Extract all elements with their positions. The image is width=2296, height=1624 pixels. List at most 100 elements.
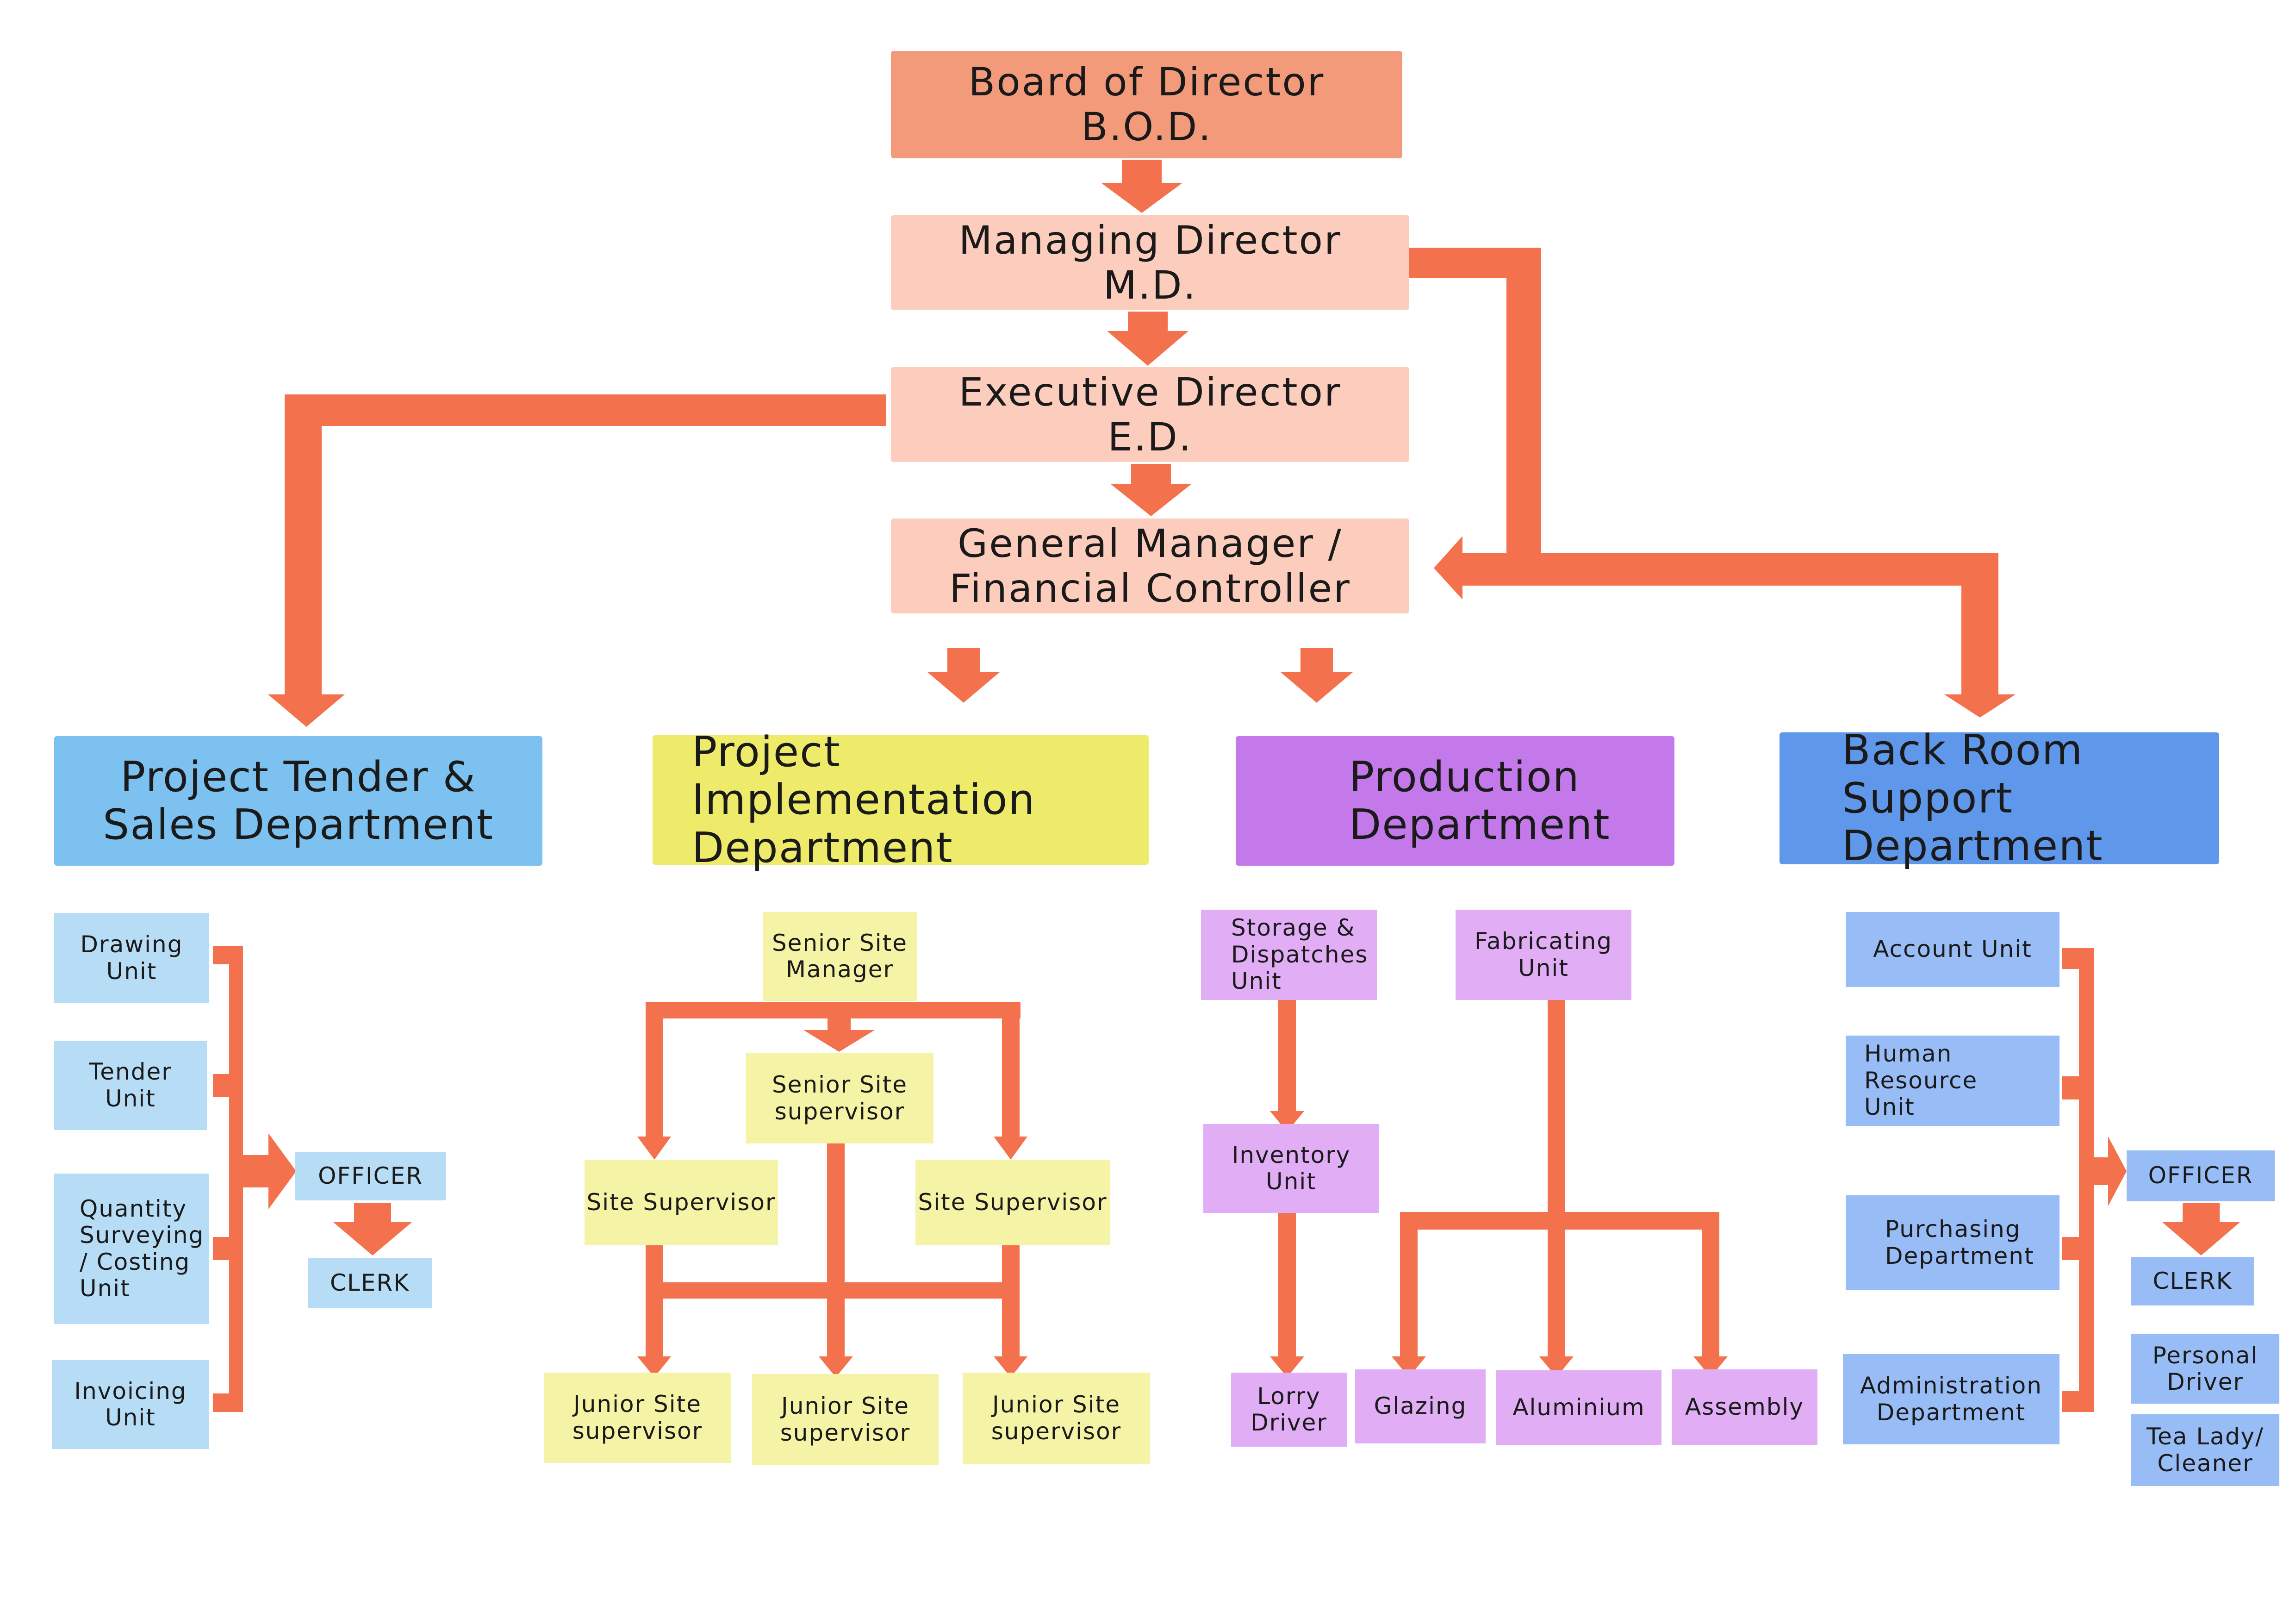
tender-department-box: Project Tender & Sales Department [54,736,542,866]
impl-right-trunk [1002,1245,1020,1361]
gm-title: General Manager / [958,520,1343,566]
tender-clerk-box: CLERK [308,1258,432,1308]
ed-abbr: E.D. [1108,414,1193,460]
inventory-line1: Inventory [1232,1141,1351,1168]
impl-bottom-bar [648,1282,1018,1299]
invoicing-line1: Invoicing [74,1377,187,1405]
managing-director-box: Managing Director M.D. [891,215,1409,310]
ssm-line2: Manager [785,956,894,983]
arrow-to-site-sup-left [637,1137,671,1160]
backroom-officer-label: OFFICER [2148,1162,2253,1189]
prod-fab-trunk [1548,1000,1565,1361]
site-supervisor-left-box: Site Supervisor [585,1160,778,1245]
arrow-to-glazing [1392,1356,1426,1377]
arrow-to-gm-shaft [1460,553,1543,586]
prod-storage-drop [1278,1000,1296,1118]
arrow-ed-to-gm [1110,464,1192,516]
arrow-to-site-sup-right [994,1137,1027,1160]
qs-line3: / Costing [80,1248,191,1275]
administration-department-box: Administration Department [1843,1354,2060,1444]
executive-director-box: Executive Director E.D. [891,367,1409,462]
sss-line1: Senior Site [772,1071,908,1098]
drawing-unit-box: Drawing Unit [54,913,209,1003]
inventory-line2: Unit [1266,1168,1317,1195]
impl-left-trunk [646,1245,663,1361]
prod-left-drop [1400,1212,1418,1361]
storage-line1: Storage & [1231,914,1356,942]
tea-line1: Tea Lady/ [2146,1423,2264,1450]
tender-clerk-label: CLERK [330,1269,410,1297]
arrow-to-lorry [1270,1356,1304,1377]
senior-site-supervisor-box: Senior Site supervisor [746,1053,933,1143]
implementation-department-box: Project Implementation Department [653,728,1149,872]
lorry-driver-box: Lorry Driver [1231,1373,1347,1447]
board-of-director-box: Board of Director B.O.D. [891,51,1402,158]
backroom-department-box: Back Room Support Department [1780,726,2219,870]
site-supervisor-right-box: Site Supervisor [915,1160,1110,1245]
glazing-box: Glazing [1355,1369,1486,1443]
arrow-officer-to-clerk [333,1203,412,1255]
backroom-tick-admin [2062,1391,2085,1412]
jss2-line2: supervisor [780,1419,911,1446]
impl-top-bar [646,1002,1020,1018]
arrow-ssm-to-sss [803,1018,875,1052]
backroom-clerk-box: CLERK [2131,1257,2254,1305]
tea-line2: Cleaner [2157,1449,2253,1477]
admin-line2: Department [1876,1399,2026,1426]
bod-title: Board of Director [968,59,1325,105]
arrow-to-jss-1 [637,1356,671,1377]
fabricating-unit-box: Fabricating Unit [1456,910,1631,1000]
hr-line2: Unit [1864,1093,1915,1121]
sss-line2: supervisor [774,1098,905,1125]
invoicing-line2: Unit [105,1404,156,1431]
drawing-unit-line2: Unit [106,957,157,985]
impl-left-drop [646,1002,663,1141]
tender-unit-line2: Unit [105,1085,156,1112]
arrow-backroom-to-officer [2094,1137,2127,1206]
aluminium-label: Aluminium [1512,1394,1645,1421]
arrow-to-jss-3 [994,1356,1027,1377]
tender-tick-qs [213,1237,236,1260]
quantity-surveying-unit-box: Quantity Surveying / Costing Unit [54,1174,209,1324]
arrow-md-to-backroom-line [1407,248,2016,718]
storage-dispatches-unit-box: Storage & Dispatches Unit [1201,910,1377,1000]
tender-tick-drawing [213,946,236,964]
arrow-ed-to-tender [268,394,886,727]
account-label: Account Unit [1873,936,2032,963]
production-department-box: Production Department [1236,736,1674,866]
jss3-line1: Junior Site [992,1391,1121,1418]
tender-tick-invoicing [213,1393,236,1412]
human-resource-unit-box: Human Resource Unit [1846,1036,2060,1126]
arrow-md-to-ed [1107,312,1188,366]
arrow-to-jss-2 [819,1356,853,1377]
arrow-to-inventory [1270,1111,1304,1132]
jss2-line1: Junior Site [781,1393,910,1419]
backroom-officer-box: OFFICER [2127,1150,2275,1201]
backroom-dept-line2: Department [1842,822,2103,871]
tender-unit-box: Tender Unit [54,1041,207,1130]
tender-dept-line1: Project Tender & [120,752,476,801]
tender-tick-tender [213,1074,236,1097]
storage-line2: Dispatches [1231,941,1369,968]
junior-site-supervisor-1-box: Junior Site supervisor [544,1373,731,1463]
lorry-line2: Driver [1251,1409,1327,1436]
driver-line1: Personal [2152,1342,2259,1369]
prod-dept-line1: Production [1349,752,1580,801]
aluminium-box: Aluminium [1496,1370,1661,1445]
qs-line2: Surveying [80,1222,205,1249]
tender-unit-line1: Tender [89,1058,172,1085]
invoicing-unit-box: Invoicing Unit [52,1360,209,1449]
jss1-line2: supervisor [572,1417,703,1444]
impl-dept-line1: Project Implementation [692,727,1036,824]
arrow-backroom-officer-to-clerk [2162,1203,2240,1255]
general-manager-box: General Manager / Financial Controller [891,518,1409,613]
assembly-label: Assembly [1685,1393,1804,1420]
storage-line3: Unit [1231,968,1282,995]
arrow-gm-to-production [1281,648,1353,703]
backroom-dept-line1: Back Room Support [1842,726,2084,823]
impl-right-drop [1002,1002,1020,1141]
backroom-tick-purchasing [2062,1237,2085,1260]
tea-lady-cleaner-box: Tea Lady/ Cleaner [2131,1414,2279,1486]
senior-site-manager-box: Senior Site Manager [763,912,917,1001]
